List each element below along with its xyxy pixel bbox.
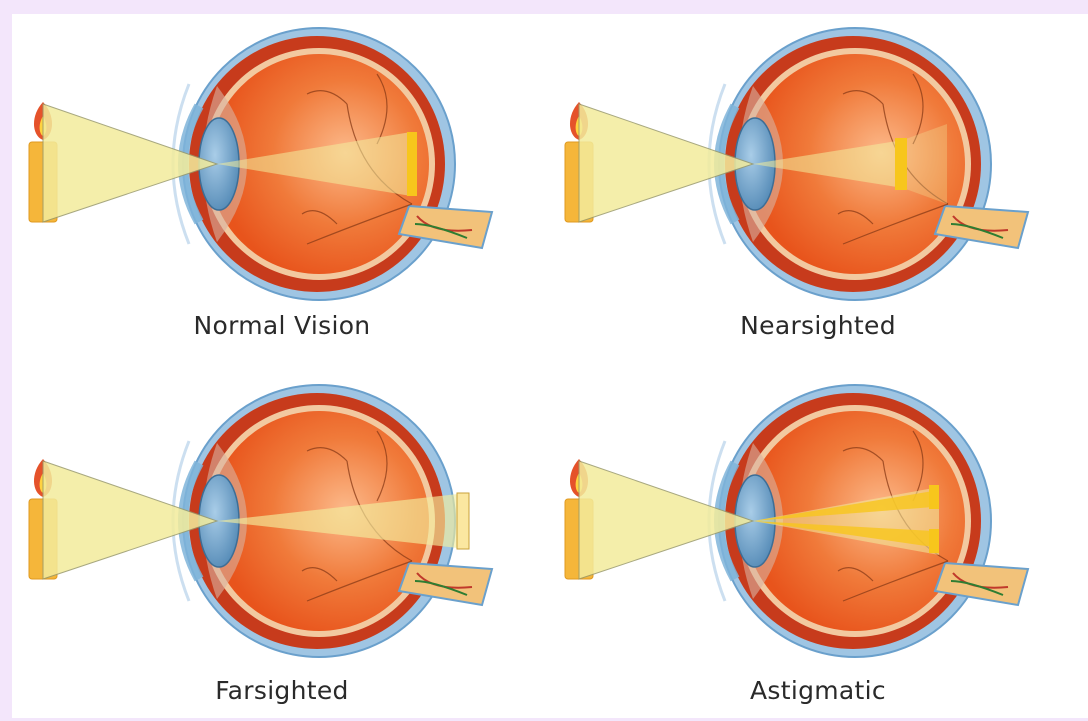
panel-farsighted: Farsighted	[12, 371, 552, 721]
panel-astigmatic: Astigmatic	[548, 371, 1088, 721]
caption-normal-vision: Normal Vision	[12, 311, 552, 340]
caption-nearsighted: Nearsighted	[548, 311, 1088, 340]
focus-point	[895, 138, 907, 190]
panel-normal-vision: Normal Vision	[12, 14, 552, 364]
focus-point	[407, 132, 417, 196]
panel-nearsighted: Nearsighted	[548, 14, 1088, 364]
caption-astigmatic: Astigmatic	[548, 676, 1088, 705]
eye-vision-diagram: Normal Vision Nearsighted Farsighted Ast…	[12, 14, 1088, 718]
focus-point	[929, 485, 939, 509]
caption-farsighted: Farsighted	[12, 676, 552, 705]
focus-point	[929, 529, 939, 553]
focus-point	[457, 493, 469, 549]
